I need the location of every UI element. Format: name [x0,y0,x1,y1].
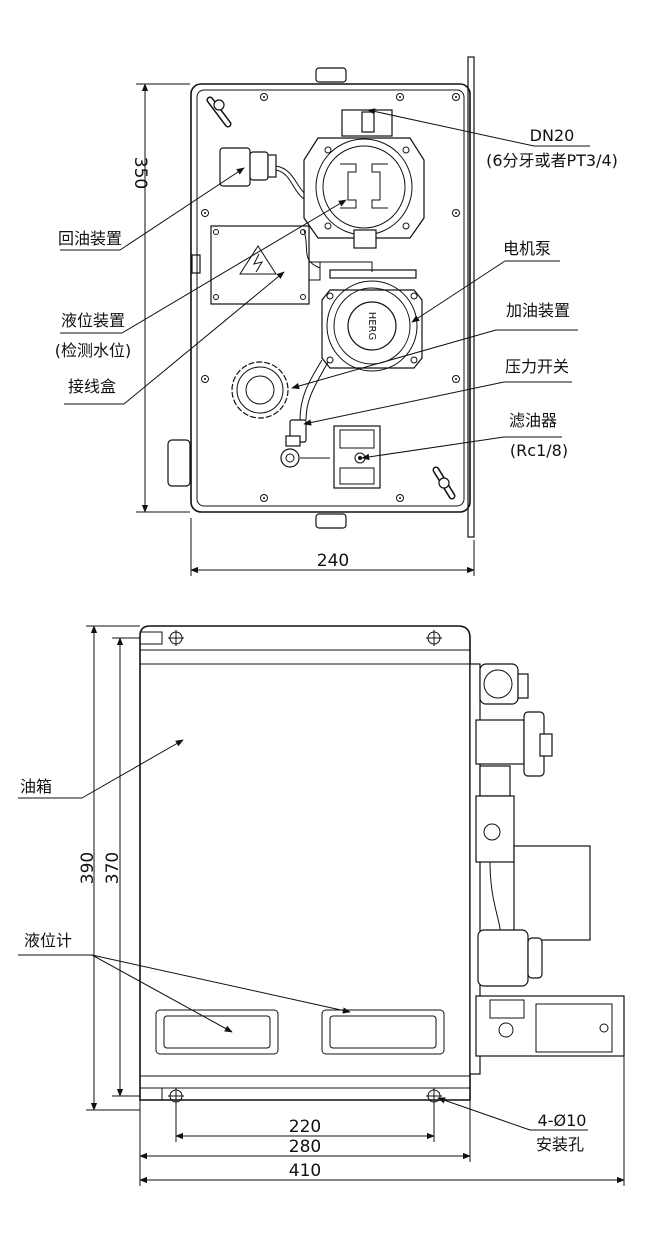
base-plate-inner [196,89,465,507]
label-holes: 4-Ø10 [538,1111,587,1130]
label-junction-box: 接线盒 [68,377,116,396]
label-thread: (6分牙或者PT3/4) [486,151,618,170]
leader-refuel: 加油装置 [291,301,578,390]
pressure-switch [280,419,330,468]
label-return-oil: 回油装置 [58,229,122,248]
leader-dn20: DN20 (6分牙或者PT3/4) [367,108,618,170]
label-oil-filter: 滤油器 [509,411,557,430]
dim-height-350-text: 350 [130,157,150,189]
dim-inner-370: 370 [103,637,140,1097]
label-motor-pump: 电机泵 [503,239,551,258]
label-level-device-sub: (检测水位) [55,341,132,360]
bottom-fitting [315,513,347,529]
dim-total-410: 410 [139,1056,625,1186]
return-oil-device [219,147,321,203]
dim-width-240: 240 [190,518,475,576]
level-gauges [155,1009,445,1055]
leader-level-device: 液位装置 (检测水位) [55,199,347,360]
leader-tank: 油箱 [18,739,184,799]
top-view: HERG [55,56,618,576]
leader-motor-pump: 电机泵 [411,239,560,323]
label-level-gauge: 液位计 [24,931,72,950]
front-view: 390 370 220 280 410 油箱 [18,625,625,1186]
tank-body [139,625,471,1101]
leader-holes: 4-Ø10 安装孔 [437,1097,588,1154]
dim-outer-390-text: 390 [78,852,98,884]
pump-brand-text: HERG [366,312,377,341]
label-oil-filter-sub: (Rc1/8) [510,441,568,460]
handle-top-left [206,96,232,128]
label-pressure-switch: 压力开关 [505,357,569,376]
dim-span-280-text: 280 [289,1137,321,1157]
side-plug [191,254,201,274]
dim-span-280: 280 [139,1100,471,1186]
dim-total-410-text: 410 [289,1161,321,1181]
leader-level-gauge: 液位计 [18,931,351,1033]
plate-bolts [201,93,460,502]
refuel-cap [231,361,289,419]
mounting-holes [139,630,442,1104]
label-dn20: DN20 [530,126,575,145]
leader-pressure-switch: 压力开关 [303,357,572,426]
dim-hole-220: 220 [175,1104,435,1142]
dim-width-240-text: 240 [317,551,349,571]
side-components [469,663,625,1075]
top-fitting [315,67,347,83]
leader-oil-filter: 滤油器 (Rc1/8) [361,411,568,461]
motor-pump: HERG [321,269,423,372]
leader-junction-box: 接线盒 [64,271,285,405]
dn20-valve [303,109,425,249]
dim-hole-220-text: 220 [289,1117,321,1137]
dim-height-350: 350 [130,83,190,513]
dim-outer-390: 390 [78,625,140,1111]
junction-box [210,225,321,305]
oil-filter [333,425,381,489]
handle-bottom-right [432,466,456,500]
base-plate [190,83,471,513]
label-refuel: 加油装置 [506,301,570,320]
label-tank: 油箱 [20,777,52,796]
side-fitting [167,439,191,487]
dim-inner-370-text: 370 [103,852,123,884]
label-level-device: 液位装置 [61,311,125,330]
leader-return-oil: 回油装置 [58,167,245,251]
label-holes-sub: 安装孔 [536,1135,584,1154]
mounting-flange [467,56,475,538]
oil-pipes [299,229,373,421]
